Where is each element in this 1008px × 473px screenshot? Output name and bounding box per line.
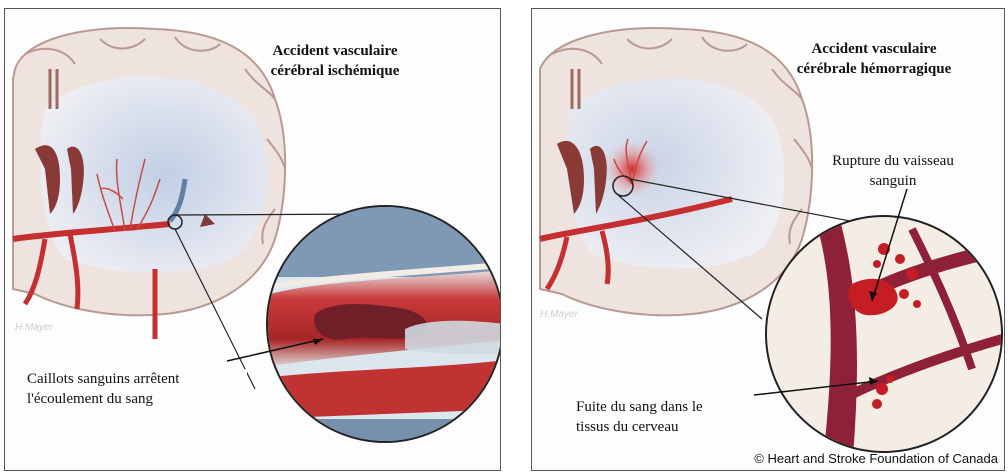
leak-label: Fuite du sang dans le tissus du cerveau bbox=[576, 397, 776, 437]
copyright-notice: © Heart and Stroke Foundation of Canada bbox=[754, 451, 998, 466]
hemorrhagic-title-line2: cérébrale hémorragique bbox=[764, 59, 984, 79]
hemorrhagic-stroke-panel: H.Mayer Accident vasculaire cérébrale hé… bbox=[531, 8, 1005, 471]
artist-credit: H.Mayer bbox=[15, 322, 53, 333]
ischemic-title-line1: Accident vasculaire bbox=[230, 41, 440, 61]
ischemic-stroke-panel: H.Mayer Accident vasculaire cérébral isc… bbox=[4, 8, 501, 471]
hemorrhagic-title: Accident vasculaire cérébrale hémorragiq… bbox=[764, 39, 984, 79]
clot-label-line1: Caillots sanguins arrêtent bbox=[27, 369, 247, 389]
clot-label: Caillots sanguins arrêtent l'écoulement … bbox=[27, 369, 247, 409]
rupture-label-line2: sanguin bbox=[818, 171, 968, 191]
ischemic-title-line2: cérébral ischémique bbox=[230, 61, 440, 81]
rupture-label: Rupture du vaisseau sanguin bbox=[818, 151, 968, 191]
leak-label-line1: Fuite du sang dans le bbox=[576, 397, 776, 417]
rupture-label-line1: Rupture du vaisseau bbox=[818, 151, 968, 171]
clot-label-line2: l'écoulement du sang bbox=[27, 389, 247, 409]
hemorrhagic-title-line1: Accident vasculaire bbox=[764, 39, 984, 59]
artist-credit: H.Mayer bbox=[540, 309, 578, 320]
ischemic-title: Accident vasculaire cérébral ischémique bbox=[230, 41, 440, 81]
leak-label-line2: tissus du cerveau bbox=[576, 417, 776, 437]
